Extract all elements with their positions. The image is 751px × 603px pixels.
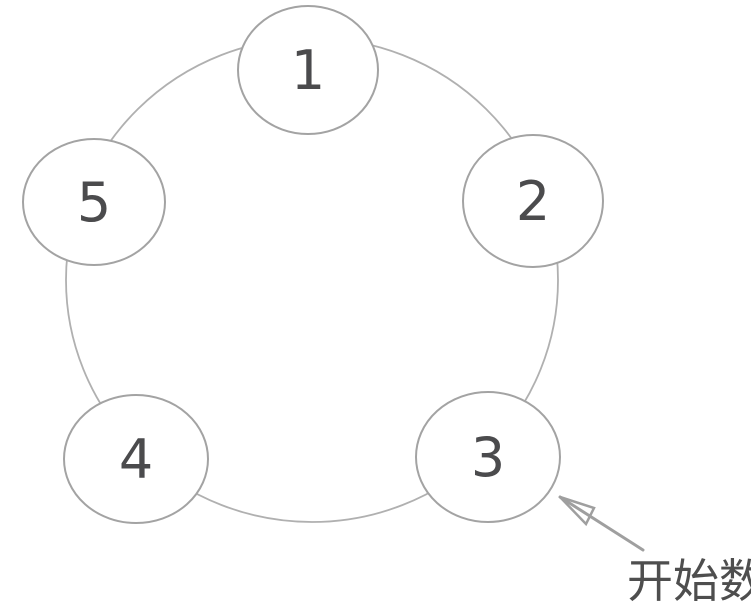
- annotation-arrow-shaft: [558, 495, 645, 552]
- node-circle: [237, 5, 379, 135]
- start-count-label: 开始数: [627, 554, 751, 603]
- node-circle: [63, 394, 209, 524]
- node-number: 2: [516, 170, 550, 233]
- node-4: 4: [63, 394, 209, 524]
- annotation-arrowhead-icon: [559, 495, 596, 527]
- node-1: 1: [237, 5, 379, 135]
- node-circle: [22, 138, 166, 266]
- node-3: 3: [415, 391, 561, 523]
- node-number: 1: [291, 39, 325, 102]
- node-number: 5: [77, 171, 111, 234]
- node-number: 4: [119, 428, 153, 491]
- node-circle: [415, 391, 561, 523]
- node-number: 3: [471, 426, 505, 489]
- node-circle: [462, 134, 604, 268]
- node-5: 5: [22, 138, 166, 266]
- node-2: 2: [462, 134, 604, 268]
